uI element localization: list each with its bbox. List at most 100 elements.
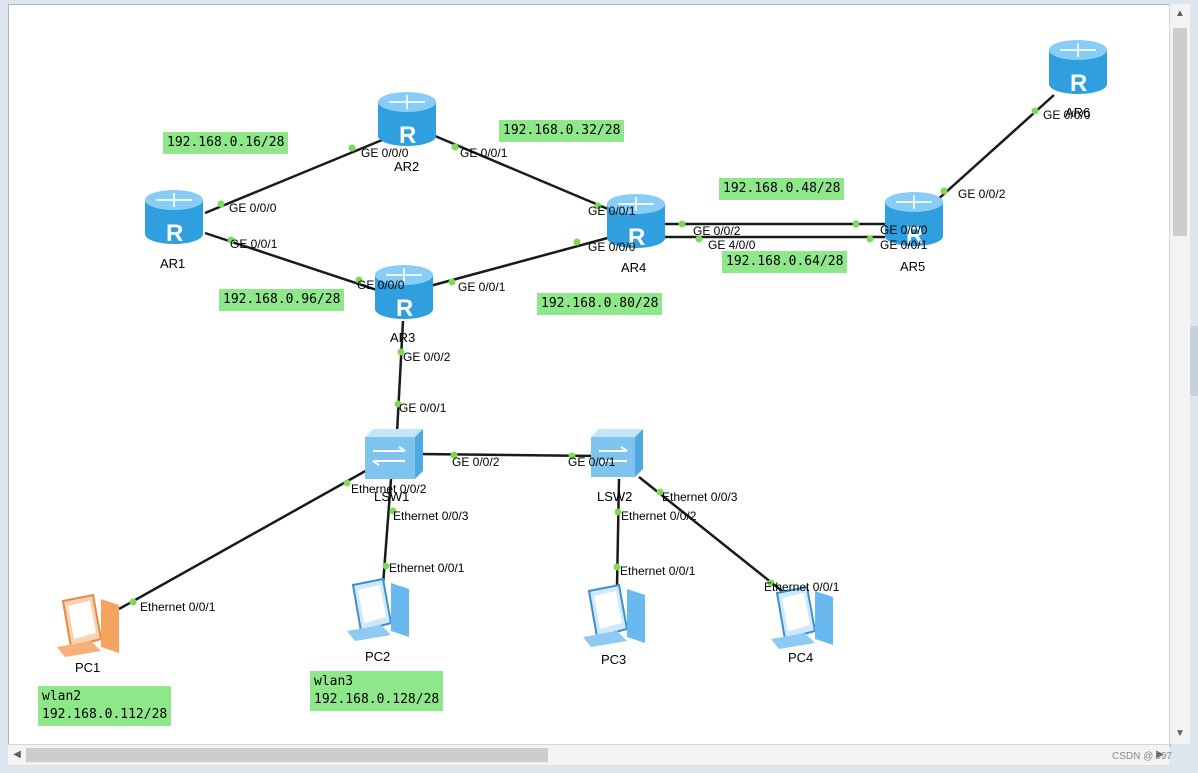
device-label-ar2: AR2 [394, 159, 420, 174]
switch-icon[interactable] [365, 429, 423, 479]
port-label: Ethernet 0/0/1 [389, 561, 465, 575]
topology-links [57, 40, 1107, 657]
port-dot [227, 236, 235, 244]
port-dot [767, 579, 775, 587]
device-label-lsw2: LSW2 [597, 489, 633, 504]
port-label: Ethernet 0/0/2 [351, 482, 427, 496]
link-ar1-ar2 [204, 136, 388, 215]
port-dot [568, 452, 576, 460]
device-label-ar3: AR3 [390, 330, 416, 345]
topology-canvas[interactable]: R R R R R R AR1 AR2 AR3 AR4 AR5 AR6 LSW1… [8, 4, 1171, 746]
port-label: Ethernet 0/0/2 [621, 509, 697, 523]
subnet-label-96: 192.168.0.96/28 [219, 289, 345, 311]
port-dot [389, 507, 397, 515]
link-ar1-ar3 [204, 231, 387, 295]
port-label: GE 0/0/2 [403, 350, 451, 364]
device-label-ar5: AR5 [900, 259, 926, 274]
port-dot [394, 400, 402, 408]
subnet-label-80: 192.168.0.80/28 [537, 293, 663, 315]
port-label: Ethernet 0/0/1 [620, 564, 696, 578]
port-dot [382, 562, 390, 570]
router-glyph: R [906, 222, 924, 249]
port-dot [451, 143, 459, 151]
wlan2-network: 192.168.0.112/28 [42, 707, 168, 722]
subnet-label-wlan2: wlan2 192.168.0.112/28 [38, 686, 172, 726]
port-dot [656, 488, 664, 496]
port-dot [852, 220, 860, 228]
pc-orange-icon[interactable] [57, 593, 119, 657]
horizontal-scrollbar[interactable]: ◀ ▶ [8, 744, 1169, 765]
router-icon[interactable] [145, 190, 203, 244]
device-label-ar4: AR4 [621, 260, 647, 275]
port-dot [940, 187, 948, 195]
pc-blue-icon[interactable] [583, 583, 645, 647]
port-dot [217, 200, 225, 208]
port-label: GE 0/0/1 [880, 238, 928, 252]
port-dot [613, 563, 621, 571]
port-dot [129, 598, 137, 606]
port-dot [348, 144, 356, 152]
port-label: Ethernet 0/0/3 [662, 490, 738, 504]
router-icon[interactable] [1049, 40, 1107, 94]
vertical-scroll-thumb[interactable] [1173, 28, 1187, 236]
subnet-label-64: 192.168.0.64/28 [722, 251, 848, 273]
link-ar3-ar4 [429, 234, 616, 288]
port-label: GE 0/0/0 [1043, 108, 1091, 122]
device-label-lsw1: LSW1 [374, 489, 410, 504]
port-dot [397, 348, 405, 356]
port-label: GE 0/0/1 [460, 146, 508, 160]
port-label: GE 0/0/0 [588, 240, 636, 254]
router-glyph: R [399, 122, 417, 149]
scroll-right-icon[interactable]: ▶ [1156, 749, 1164, 760]
port-dot [343, 479, 351, 487]
device-label-ar1: AR1 [160, 256, 186, 271]
subnet-label-16: 192.168.0.16/28 [163, 132, 289, 154]
link-ar2-ar4 [434, 134, 616, 214]
switch-icon[interactable] [591, 429, 643, 477]
link-lsw1-pc1 [118, 467, 370, 611]
device-label-pc3: PC3 [601, 652, 627, 667]
pc-blue-icon[interactable] [771, 585, 833, 649]
device-label-pc2: PC2 [365, 649, 391, 664]
port-dot [678, 220, 686, 228]
pc-blue-icon[interactable] [347, 577, 409, 641]
port-dot [355, 276, 363, 284]
wlan3-name: wlan3 [314, 674, 354, 689]
port-dot [866, 235, 874, 243]
port-dot [695, 235, 703, 243]
port-label: GE 0/0/2 [958, 187, 1006, 201]
port-dot [1031, 107, 1039, 115]
port-dot [448, 278, 456, 286]
wlan2-name: wlan2 [42, 689, 82, 704]
router-icon[interactable] [375, 265, 433, 319]
port-label: GE 4/0/0 [708, 238, 756, 252]
port-label: Ethernet 0/0/3 [393, 509, 469, 523]
scroll-up-icon[interactable]: ▲ [1175, 8, 1185, 19]
side-panel-handle[interactable] [1190, 326, 1198, 396]
device-label-pc4: PC4 [788, 650, 814, 665]
port-dot [573, 238, 581, 246]
router-icon[interactable] [607, 194, 665, 248]
port-label: GE 0/0/1 [588, 204, 636, 218]
router-icon[interactable] [885, 192, 943, 246]
port-label: Ethernet 0/0/1 [764, 580, 840, 594]
router-icon[interactable] [378, 92, 436, 146]
port-label: Ethernet 0/0/1 [140, 600, 216, 614]
port-label: GE 0/0/0 [229, 201, 277, 215]
router-glyph: R [396, 295, 414, 322]
port-dot [614, 508, 622, 516]
scroll-down-icon[interactable]: ▼ [1175, 728, 1185, 739]
port-dot [594, 202, 602, 210]
port-label: GE 0/0/0 [880, 223, 928, 237]
port-label: GE 0/0/0 [361, 146, 409, 160]
port-label: GE 0/0/1 [230, 237, 278, 251]
vertical-scrollbar[interactable]: ▲ ▼ [1169, 4, 1190, 744]
device-label-ar6: AR6 [1065, 105, 1091, 120]
port-label: GE 0/0/1 [458, 280, 506, 294]
horizontal-scroll-thumb[interactable] [26, 748, 548, 762]
wlan3-network: 192.168.0.128/28 [314, 692, 440, 707]
subnet-label-48: 192.168.0.48/28 [719, 178, 845, 200]
scroll-left-icon[interactable]: ◀ [13, 749, 21, 760]
device-label-pc1: PC1 [75, 660, 101, 675]
